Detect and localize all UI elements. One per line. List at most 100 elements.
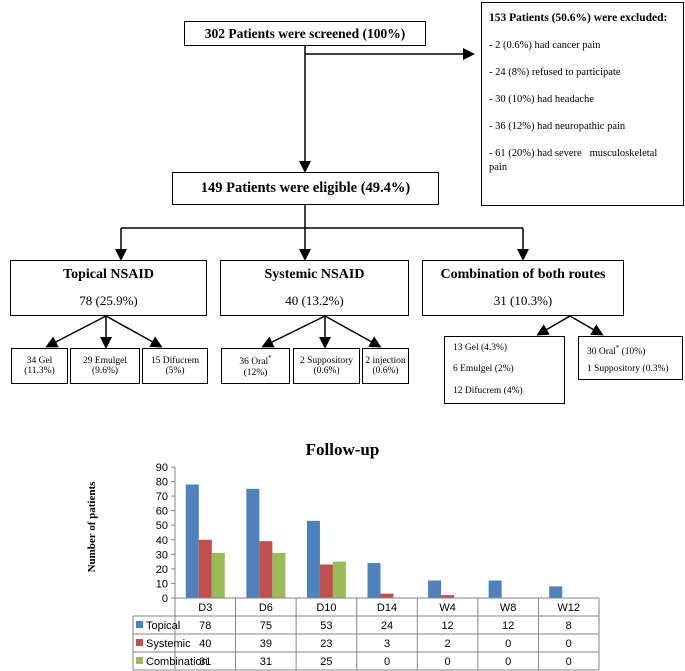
category-label: W8 xyxy=(500,602,517,614)
y-tick-label: 80 xyxy=(156,477,168,489)
group-combination: Combination of both routes 31 (10.3%) xyxy=(422,260,624,316)
table-value: 53 xyxy=(320,620,332,632)
bar-systemic xyxy=(319,564,333,598)
group-topical: Topical NSAID 78 (25.9%) xyxy=(10,260,207,316)
y-tick-label: 0 xyxy=(162,593,168,605)
table-value: 2 xyxy=(445,638,451,650)
systemic-sub-injection: 2 injection (0.6%) xyxy=(362,348,409,384)
sub-percent: (10%) xyxy=(619,347,646,358)
bar-topical xyxy=(428,580,442,598)
y-tick-label: 90 xyxy=(156,462,168,474)
table-value: 0 xyxy=(566,638,572,650)
group-title: Topical NSAID xyxy=(63,267,154,282)
bar-topical xyxy=(306,520,320,598)
sub-percent: (0.6%) xyxy=(372,366,399,376)
category-label: D6 xyxy=(259,602,273,614)
table-value: 25 xyxy=(320,656,332,668)
table-value: 12 xyxy=(441,620,453,632)
table-value: 24 xyxy=(381,620,393,632)
excluded-title: 153 Patients (50.6%) were excluded: xyxy=(489,12,668,24)
systemic-sub-oral: 36 Oral* (12%) xyxy=(221,348,290,384)
table-value: 0 xyxy=(566,656,572,668)
legend-swatch xyxy=(136,621,143,628)
table-value: 0 xyxy=(445,656,451,668)
category-label: D10 xyxy=(316,602,336,614)
category-label: W4 xyxy=(439,602,456,614)
table-value: 12 xyxy=(502,620,514,632)
excluded-box: 153 Patients (50.6%) were excluded: - 2 … xyxy=(481,2,684,206)
table-value: 31 xyxy=(199,656,211,668)
flow-connectors xyxy=(45,45,604,349)
bar-systemic xyxy=(441,595,455,598)
legend-swatch xyxy=(136,657,143,664)
y-tick-label: 30 xyxy=(156,549,168,561)
sub-label: 1 Suppository (0.3%) xyxy=(587,364,669,374)
table-value: 31 xyxy=(260,656,272,668)
bar-topical xyxy=(549,586,563,598)
topical-sub-gel: 34 Gel (11.3%) xyxy=(11,348,68,384)
sub-label: 36 Oral xyxy=(239,357,269,368)
bar-topical xyxy=(185,484,199,598)
table-value: 78 xyxy=(199,620,211,632)
sub-label: 34 Gel xyxy=(26,356,53,366)
y-tick-label: 10 xyxy=(156,578,168,590)
bar-combination xyxy=(332,561,346,598)
sub-label: 13 Gel (4.3%) xyxy=(453,343,508,353)
bar-systemic xyxy=(198,539,212,598)
sub-label: 30 Oral xyxy=(587,347,616,358)
group-systemic: Systemic NSAID 40 (13.2%) xyxy=(220,260,409,316)
sub-label: 12 Difucrem (4%) xyxy=(453,386,523,396)
category-label: W12 xyxy=(557,602,580,614)
bar-systemic xyxy=(380,593,394,598)
table-value: 23 xyxy=(320,638,332,650)
y-tick-label: 60 xyxy=(156,506,168,518)
excluded-item: - 24 (8%) refused to participate xyxy=(489,67,621,78)
bar-systemic xyxy=(259,541,273,598)
sub-percent: (9.6%) xyxy=(91,366,119,376)
topical-sub-emulgel: 29 Emulgel (9.6%) xyxy=(70,348,140,384)
sub-label: 6 Emulgel (2%) xyxy=(453,364,514,374)
group-title: Combination of both routes xyxy=(440,267,606,282)
excluded-item: - 36 (12%) had neuropathic pain xyxy=(489,121,626,132)
legend-label: Topical xyxy=(146,620,180,632)
sub-percent: (11.3%) xyxy=(24,366,55,376)
group-value: 78 (25.9%) xyxy=(79,293,138,308)
y-tick-label: 50 xyxy=(156,520,168,532)
table-value: 0 xyxy=(505,656,511,668)
screened-text: 302 Patients were screened (100%) xyxy=(204,25,406,41)
footnote-mark: * xyxy=(615,344,620,352)
combination-sub-topical: 13 Gel (4.3%) 6 Emulgel (2%) 12 Difucrem… xyxy=(444,336,565,404)
legend-label: Combination xyxy=(146,656,208,668)
footnote-mark: * xyxy=(268,354,272,363)
category-label: D3 xyxy=(198,602,212,614)
eligible-box: 149 Patients were eligible (49.4%) xyxy=(172,172,439,205)
y-tick-label: 70 xyxy=(156,491,168,503)
systemic-sub-suppository: 2 Suppository (0.6%) xyxy=(293,348,360,384)
bar-topical xyxy=(246,488,260,598)
table-value: 3 xyxy=(384,638,390,650)
y-tick-label: 20 xyxy=(156,564,168,576)
group-title: Systemic NSAID xyxy=(264,267,365,282)
table-value: 40 xyxy=(199,638,211,650)
table-value: 8 xyxy=(566,620,572,632)
chart-title: Follow-up xyxy=(305,440,380,459)
legend-label: Systemic xyxy=(146,638,191,650)
topical-sub-difucrem: 15 Difucrem (5%) xyxy=(142,348,208,384)
category-label: D14 xyxy=(377,602,397,614)
eligible-text: 149 Patients were eligible (49.4%) xyxy=(200,180,411,196)
y-tick-label: 40 xyxy=(156,535,168,547)
table-value: 75 xyxy=(260,620,272,632)
excluded-item: - 2 (0.6%) had cancer pain xyxy=(489,40,601,51)
group-value: 40 (13.2%) xyxy=(285,293,344,308)
group-value: 31 (10.3%) xyxy=(493,293,553,308)
bar-topical xyxy=(367,563,381,598)
sub-label: 2 injection xyxy=(365,356,406,366)
screened-box: 302 Patients were screened (100%) xyxy=(184,21,426,46)
sub-label: 2 Suppository xyxy=(299,356,354,366)
legend-swatch xyxy=(136,639,143,646)
bar-combination xyxy=(211,552,225,598)
sub-label: 29 Emulgel xyxy=(82,356,128,366)
table-value: 39 xyxy=(260,638,272,650)
excluded-item: - 61 (20%) had severe musculoskeletal xyxy=(489,148,658,159)
